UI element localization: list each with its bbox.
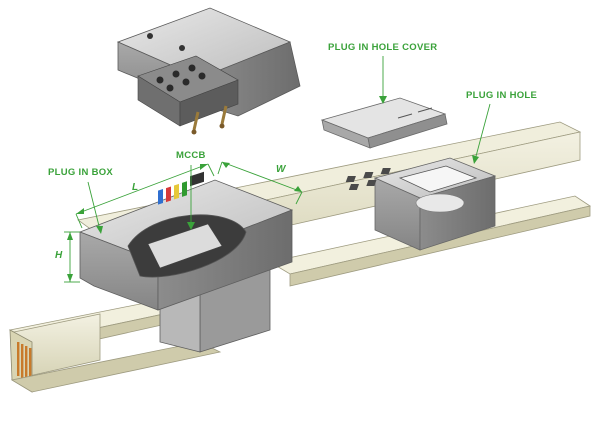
plug-in-box xyxy=(78,171,294,353)
leader-lines xyxy=(87,56,491,231)
label-plug-in-hole: PLUG IN HOLE xyxy=(466,90,538,101)
label-plug-in-box: PLUG IN BOX xyxy=(48,167,114,178)
dimension-arrowheads xyxy=(67,162,302,282)
plug-in-hole-housing xyxy=(345,157,497,251)
label-mccb: MCCB xyxy=(176,150,206,161)
copper-bar-3 xyxy=(25,346,28,380)
leader-arrowheads xyxy=(96,96,479,234)
dimension-lines xyxy=(64,161,303,283)
busway-lower-flange-right-front xyxy=(289,205,591,287)
plug-in-box-exploded xyxy=(116,7,301,135)
dimension-height: H xyxy=(55,250,63,261)
mccb-body xyxy=(147,223,223,269)
copper-bar-2 xyxy=(21,344,24,378)
plug-in-hole-cover xyxy=(320,97,448,149)
dimension-width: W xyxy=(276,164,286,175)
dimension-length: L xyxy=(132,182,139,193)
copper-bar-1 xyxy=(17,342,20,376)
copper-bar-4 xyxy=(29,348,32,382)
label-plug-in-hole-cover: PLUG IN HOLE COVER xyxy=(328,42,438,53)
busway-bottom-strip xyxy=(10,341,222,393)
